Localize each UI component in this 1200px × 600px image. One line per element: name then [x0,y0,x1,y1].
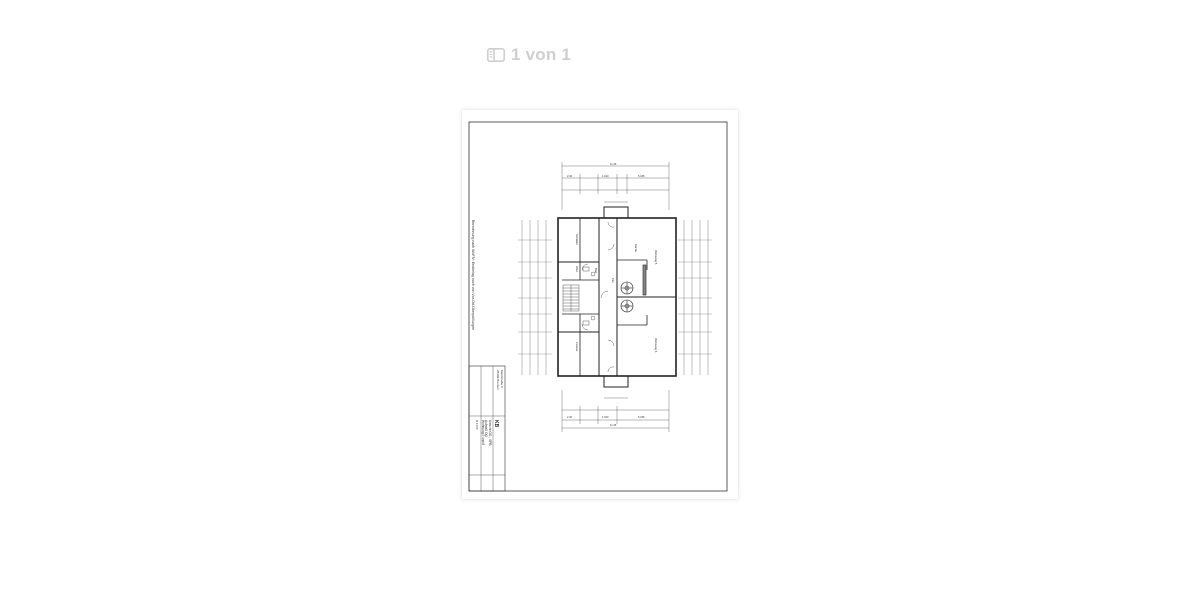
dim-top-a: 2.40 [567,174,573,178]
page-indicator: 1 von 1 [487,45,571,65]
document-page[interactable]: Berechnung nach WoFlV; Endbelag noch von… [462,110,738,499]
floor-plan [557,206,677,388]
room-label-wohnung-6: Wohnung 6 [654,338,658,353]
bottom-dimensions [561,390,670,432]
room-label-wohnung-5: Wohnung 5 [654,250,658,265]
fixtures [582,266,596,326]
top-dimensions [561,162,670,210]
title-line-3: Wohnung 5 und 6 [481,420,485,445]
project-code: KB [493,420,499,428]
title-line-2: Aufmaß OG [484,420,488,438]
page-count-label: 1 von 1 [511,45,571,64]
sidebar-icon[interactable] [487,48,505,62]
side-dimensions [518,220,712,375]
room-label-kueche: Küche [634,244,638,252]
staircase [562,284,580,312]
dim-top-total: 11.36 [610,162,617,166]
room-label-flur: Flur [611,278,615,283]
address-line-1: Kleinstraße 8 [500,370,504,388]
dim-bottom-a: 2.40 [567,415,573,419]
dim-bottom-total: 11.36 [610,423,617,427]
drawing-frame [468,121,728,492]
scale-label: M 1:100 [475,420,479,430]
dim-top-b: 1.910 [602,174,609,178]
door-swings [581,221,615,373]
address-line-2: 28309 Bremen [496,370,500,390]
room-label-bad: Bad [594,268,598,273]
room-label-schlafen: Schlafen [575,234,579,245]
title-line-1: Ansicht OG - SPB [488,420,492,446]
dim-bottom-c: 5.345 [638,415,645,419]
title-block: KB Ansicht OG - SPB Aufmaß OG Wohnung 5 … [468,365,506,492]
floor-plan-drawing: Berechnung nach WoFlV; Endbelag noch von… [468,121,728,492]
side-note: Berechnung nach WoFlV; Endbelag noch von… [471,220,475,330]
dim-top-c: 5.345 [638,174,645,178]
room-label-zimmer: Zimmer [575,342,579,352]
dim-bottom-b: 1.910 [602,415,609,419]
spiral-stairs [620,281,634,313]
room-label-abst: Abst. [575,266,579,273]
